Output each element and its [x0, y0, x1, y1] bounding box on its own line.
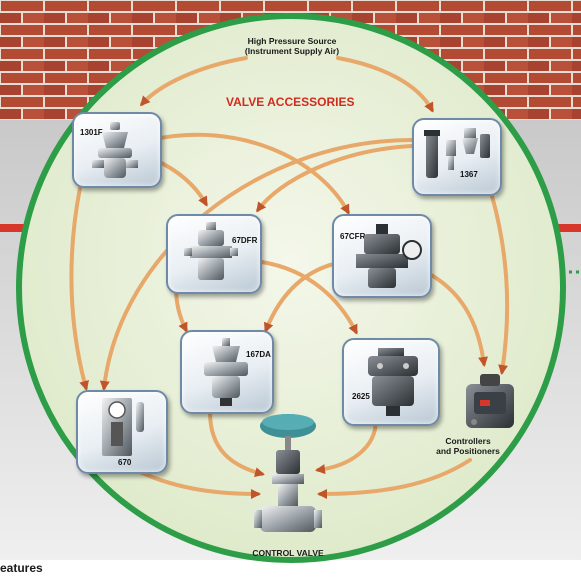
regulator-1301f-icon [92, 122, 138, 178]
component-670: 670 [76, 390, 168, 474]
arrow-source-to-1301f [139, 56, 248, 107]
component-167da: 167DA [180, 330, 274, 414]
source-label-line2: (Instrument Supply Air) [244, 46, 340, 56]
control-valve-icon [254, 414, 322, 532]
label-670: 670 [118, 458, 132, 467]
arrow-controllers-to-valve [317, 458, 472, 499]
label-67cfr: 67CFR [340, 232, 366, 241]
controllers-label: Controllers and Positioners [428, 436, 508, 456]
arrow-source-to-1367 [336, 56, 434, 113]
positioner-icon [466, 374, 514, 428]
diagram-title: VALVE ACCESSORIES [226, 95, 355, 109]
component-2625: 2625 [342, 338, 440, 426]
label-2625: 2625 [352, 392, 370, 401]
flow-arrows [69, 56, 510, 499]
footer-text-fragment: eatures [0, 561, 43, 575]
panel-loader-670-icon [102, 398, 144, 456]
booster-2625-icon [368, 348, 418, 416]
arrow-670-to-valve [138, 470, 261, 499]
arrow-1367-to-67dfr [256, 144, 414, 213]
filter-1367-icon [424, 128, 490, 178]
source-label: High Pressure Source (Instrument Supply … [230, 36, 354, 56]
component-67dfr: 67DFR [166, 214, 262, 294]
control-valve [252, 410, 324, 546]
controllers-label-line1: Controllers [445, 436, 491, 446]
arrow-167da-to-valve [208, 410, 265, 478]
arrow-1301f-to-670 [69, 186, 89, 391]
arrow-1367-to-controllers [490, 194, 510, 375]
pipe-right [540, 224, 581, 232]
component-67cfr: 67CFR [332, 214, 432, 298]
label-1301f: 1301F [80, 128, 103, 137]
arrow-1301f-to-67cfr [148, 132, 350, 215]
label-67dfr: 67DFR [232, 236, 258, 245]
control-valve-label: CONTROL VALVE [252, 548, 324, 558]
label-1367: 1367 [460, 170, 478, 179]
component-1301f: 1301F [72, 112, 162, 188]
component-1367: 1367 [412, 118, 502, 196]
source-label-line1: High Pressure Source [247, 36, 337, 46]
arrow-67cfr-to-167da [263, 260, 344, 333]
component-controllers [460, 370, 522, 434]
arrow-2625-to-valve [315, 418, 378, 475]
regulator-67dfr-icon [184, 222, 238, 280]
label-167da: 167DA [246, 350, 271, 359]
controllers-label-line2: and Positioners [436, 446, 500, 456]
arrow-67cfr-to-controllers [424, 270, 489, 367]
arrow-1367-to-670 [99, 138, 414, 391]
arrow-67dfr-to-2625 [260, 260, 358, 335]
regulator-67cfr-icon [356, 224, 422, 288]
regulator-167da-icon [204, 338, 248, 406]
